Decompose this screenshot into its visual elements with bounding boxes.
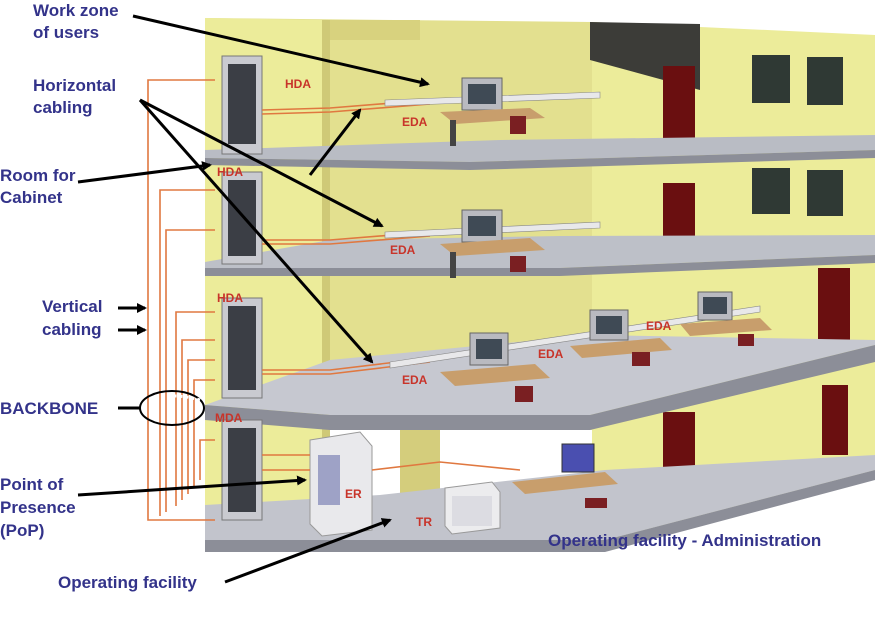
monitor: [561, 443, 595, 473]
arrow-horizontal-2: [138, 99, 374, 364]
cabinet-floor-2: [221, 297, 263, 399]
window: [807, 170, 843, 216]
label-room-cabinet-line1: Room for: [0, 166, 76, 185]
desk: [440, 364, 550, 386]
tr-cabinet: [444, 481, 501, 535]
label-operating-facility: Operating facility: [58, 573, 197, 592]
cabinets: [221, 55, 501, 537]
cabinet-floor-1: [221, 419, 263, 521]
tag-tr: TR: [416, 515, 432, 529]
desk: [512, 472, 618, 494]
label-room-cabinet-line2: Cabinet: [0, 188, 63, 207]
desk: [680, 318, 772, 336]
tag-er: ER: [345, 487, 362, 501]
window: [807, 57, 843, 105]
tag-hda: HDA: [285, 77, 311, 91]
arrow-work-zone: [132, 14, 430, 88]
windows: [752, 55, 843, 216]
desk: [440, 238, 545, 256]
cabinet-floor-4: [221, 55, 263, 155]
chair: [632, 352, 650, 366]
floor-slab: [205, 135, 875, 162]
vertical-cable: [147, 79, 215, 521]
chair: [515, 386, 533, 402]
label-work-zone-line1: Work zone: [33, 1, 119, 20]
label-horizontal-line2: cabling: [33, 98, 93, 117]
desk: [440, 108, 545, 124]
workstation: [440, 209, 545, 278]
workstation: [440, 77, 545, 146]
workstation-admin: [512, 443, 618, 508]
tag-mda: MDA: [215, 411, 243, 425]
labels: Work zone of users Horizontal cabling Ro…: [0, 1, 821, 592]
arrow-horizontal-1: [139, 98, 384, 228]
label-work-zone-line2: of users: [33, 23, 99, 42]
tag-eda: EDA: [402, 373, 428, 387]
label-pop-line2: Presence: [0, 498, 76, 517]
workstation: [570, 309, 672, 366]
window: [752, 55, 790, 103]
window: [752, 168, 790, 214]
chair: [738, 334, 754, 346]
workstation: [680, 291, 772, 346]
workstation: [440, 332, 550, 402]
arrow-operating-facility: [224, 518, 392, 584]
tag-hda: HDA: [217, 291, 243, 305]
floor-slab: [205, 235, 875, 268]
label-backbone: BACKBONE: [0, 399, 98, 418]
label-pop-line3: (PoP): [0, 521, 44, 540]
label-operating-admin: Operating facility - Administration: [548, 531, 821, 550]
tag-eda: EDA: [402, 115, 428, 129]
chair: [585, 498, 607, 508]
cabinet-floor-3: [221, 171, 263, 265]
arrow-horizontal-3: [308, 108, 362, 176]
door: [663, 66, 695, 142]
label-vertical-line1: Vertical: [42, 297, 103, 316]
label-pop-line1: Point of: [0, 475, 64, 494]
doors: [663, 66, 850, 488]
er-cabinet: [309, 431, 373, 537]
desk: [570, 338, 672, 358]
label-vertical-line2: cabling: [42, 320, 102, 339]
workstations: [440, 77, 772, 508]
label-horizontal-line1: Horizontal: [33, 76, 116, 95]
door: [822, 385, 848, 455]
tag-hda: HDA: [217, 165, 243, 179]
tag-eda: EDA: [646, 319, 672, 333]
arrow-pop: [77, 475, 307, 497]
chair: [510, 256, 526, 272]
door: [818, 268, 850, 348]
chair: [510, 116, 526, 134]
tag-eda: EDA: [538, 347, 564, 361]
tag-eda: EDA: [390, 243, 416, 257]
area-tags: HDA HDA HDA MDA EDA EDA EDA EDA EDA ER T…: [215, 77, 672, 529]
callout-arrows: [77, 14, 430, 584]
arrow-cabinet: [77, 161, 212, 184]
